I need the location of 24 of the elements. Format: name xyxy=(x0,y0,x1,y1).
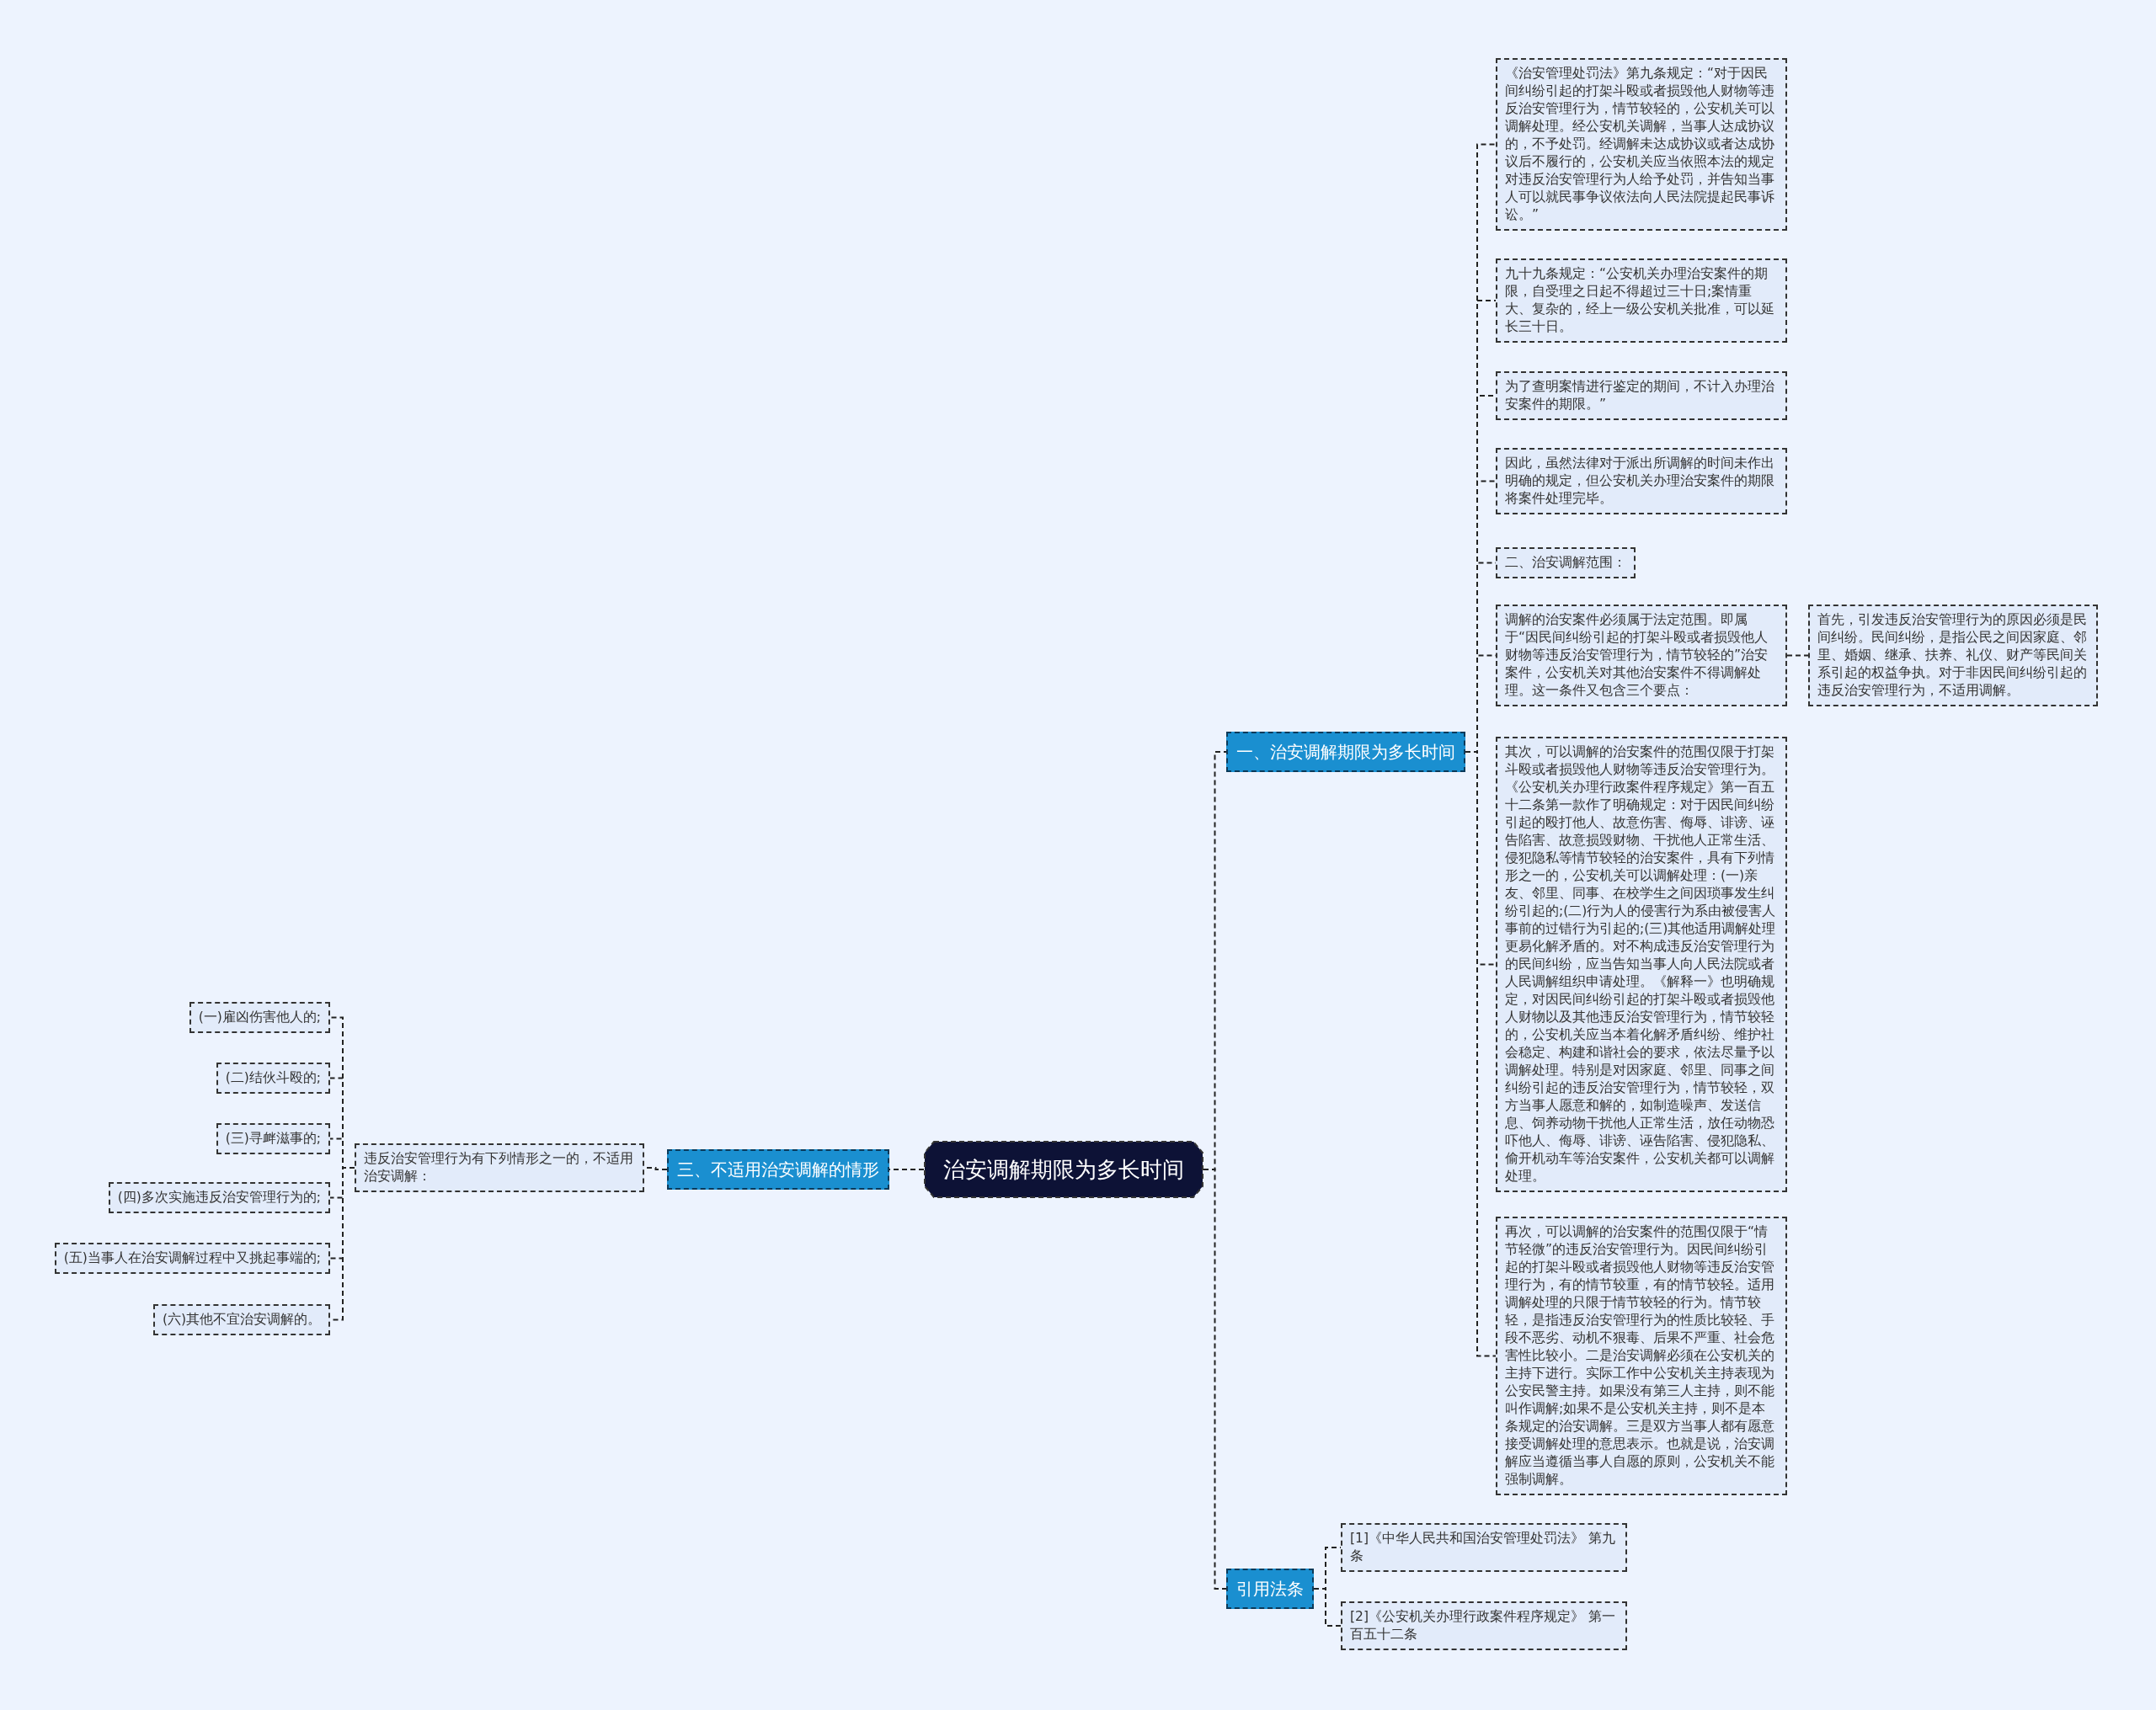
connector-line xyxy=(1313,1588,1342,1627)
topic-box: 引用法条 xyxy=(1226,1569,1314,1609)
note-box: 因此，虽然法律对于派出所调解的时间未作出明确的规定，但公安机关办理治安案件的期限将案件处理完毕。 xyxy=(1496,448,1787,514)
note-box: 再次，可以调解的治安案件的范围仅限于“情节轻微”的违反治安管理行为。因民间纠纷引起的打架斗殴或者损毁他人财物等违反治安管理行为，有的情节较重，有的情节较轻。适用调解处理的只限于情节较轻的行为。情节较轻，是指违反治安管理行为的性质比较轻、手段不恶劣、动机不狠毒、后果不严重、社会危害性比较小。二是治安调解必须在公安机关的主持下进行。实际工作中公安机关主持表现为公安民警主持。如果没有第三人主持，则不能叫作调解;如果不是公安机关主持，则不是本条规定的治安调解。三是双方当事人都有愿意接受调解处理的意思表示。也就是说，治安调解应当遵循当事人自愿的原则，公安机关不能强制调解。 xyxy=(1496,1217,1787,1495)
note-box: 二、治安调解范围： xyxy=(1496,547,1636,578)
connector-line xyxy=(1786,654,1809,657)
note-box: [1]《中华人民共和国治安管理处罚法》 第九条 xyxy=(1341,1523,1627,1572)
note-box: (五)当事人在治安调解过程中又挑起事端的; xyxy=(54,1243,330,1274)
note-box: 为了查明案情进行鉴定的期间，不计入办理治安案件的期限。” xyxy=(1496,371,1787,420)
topic-box: 三、不适用治安调解的情形 xyxy=(667,1149,889,1190)
note-box: 调解的治安案件必须属于法定范围。即属于“因民间纠纷引起的打架斗殴或者损毁他人财物等违反治安管理行为，情节较轻的”治安案件，公安机关对其他治安案件不得调解处理。这一条件又包含三个要点： xyxy=(1496,605,1787,706)
note-box: (六)其他不宜治安调解的。 xyxy=(152,1304,330,1335)
note-box: 九十九条规定：“公安机关办理治安案件的期限，自受理之日起不得超过三十日;案情重大、复杂的，经上一级公安机关批准，可以延长三十日。 xyxy=(1496,258,1787,343)
topic-box: 一、治安调解期限为多长时间 xyxy=(1226,732,1465,772)
note-box: 其次，可以调解的治安案件的范围仅限于打架斗殴或者损毁他人财物等违反治安管理行为。《公安机关办理行政案件程序规定》第一百五十二条第一款作了明确规定：对于因民间纠纷引起的殴打他人、故意伤害、侮辱、诽谤、诬告陷害、故意损毁财物、干扰他人正常生活、侵犯隐私等情节较轻的治安案件，具有下列情形之一的，公安机关可以调解处理：(一)亲友、邻里、同事、在校学生之间因琐事发生纠纷引起的;(二)行为人的侵害行为系由被侵害人事前的过错行为引起的;(三)其他适用调解处理更易化解矛盾的。对不构成违反治安管理行为的民间纠纷，应当告知当事人向人民法院或者人民调解组织申请处理。《解释一》也明确规定，对因民间纠纷引起的打架斗殴或者损毁他人财物以及其他违反治安管理行为，情节较轻的，公安机关应当本着化解矛盾纠纷、维护社会稳定、构建和谐社会的要求，依法尽量予以调解处理。特别是对因家庭、邻里、同事之间纠纷引起的违反治安管理行为，情节较轻，双方当事人愿意和解的，如制造噪声、发送信息、饲养动物干扰他人正常生活，放任动物恐吓他人、侮辱、诽谤、诬告陷害、侵犯隐私、偷开机动车等治安案件，公安机关都可以调解处理。 xyxy=(1496,737,1787,1192)
note-box: 违反治安管理行为有下列情形之一的，不适用治安调解： xyxy=(355,1143,644,1192)
central-topic: 治安调解期限为多长时间 xyxy=(924,1141,1203,1198)
note-box: 《治安管理处罚法》第九条规定：“对于因民间纠纷引起的打架斗殴或者损毁他人财物等违反治安管理行为，情节较轻的，公安机关可以调解处理。经公安机关调解，当事人达成协议的，不予处罚。经调解未达成协议或者达成协议后不履行的，公安机关应当依照本法的规定对违反治安管理行为人给予处罚，并告知当事人可以就民事争议依法向人民法院提起民事诉讼。” xyxy=(1496,58,1787,231)
note-box: (二)结伙斗殴的; xyxy=(216,1063,330,1094)
note-box: (一)雇凶伤害他人的; xyxy=(189,1002,330,1033)
note-box: (三)寻衅滋事的; xyxy=(216,1123,330,1154)
note-box: (四)多次实施违反治安管理行为的; xyxy=(108,1182,330,1213)
note-box: 首先，引发违反治安管理行为的原因必须是民间纠纷。民间纠纷，是指公民之间因家庭、邻里、婚姻、继承、扶养、礼仪、财产等民间关系引起的权益争执。对于非因民间纠纷引起的违反治安管理行为，不适用调解。 xyxy=(1808,605,2098,706)
note-box: [2]《公安机关办理行政案件程序规定》 第一百五十二条 xyxy=(1341,1601,1627,1650)
